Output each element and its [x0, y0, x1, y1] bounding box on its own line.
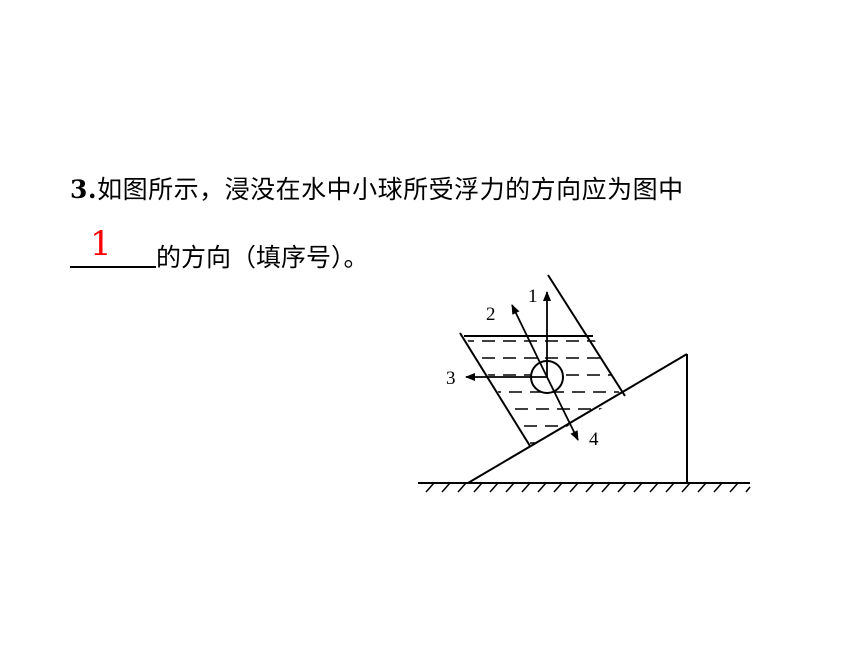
- question-suffix: 的方向（填序号）。: [156, 243, 369, 272]
- ground: [418, 482, 751, 493]
- label-2: 2: [486, 304, 496, 325]
- answer-text: 1: [90, 224, 112, 264]
- question-line-2: 的方向（填序号）。: [70, 238, 369, 274]
- question-text: 如图所示，浸没在水中小球所受浮力的方向应为图中: [97, 175, 684, 204]
- label-1: 1: [528, 286, 538, 307]
- question-line-1: 3.如图所示，浸没在水中小球所受浮力的方向应为图中: [70, 170, 684, 206]
- question-number: 3.: [70, 175, 98, 204]
- answer-blank[interactable]: [70, 242, 156, 268]
- arrow-2: [511, 304, 548, 378]
- water-container: [459, 274, 626, 447]
- arrow-4: [546, 376, 579, 441]
- label-4: 4: [589, 429, 599, 450]
- label-3: 3: [446, 368, 456, 389]
- incline-wedge: [467, 353, 688, 484]
- force-arrows: [465, 291, 579, 441]
